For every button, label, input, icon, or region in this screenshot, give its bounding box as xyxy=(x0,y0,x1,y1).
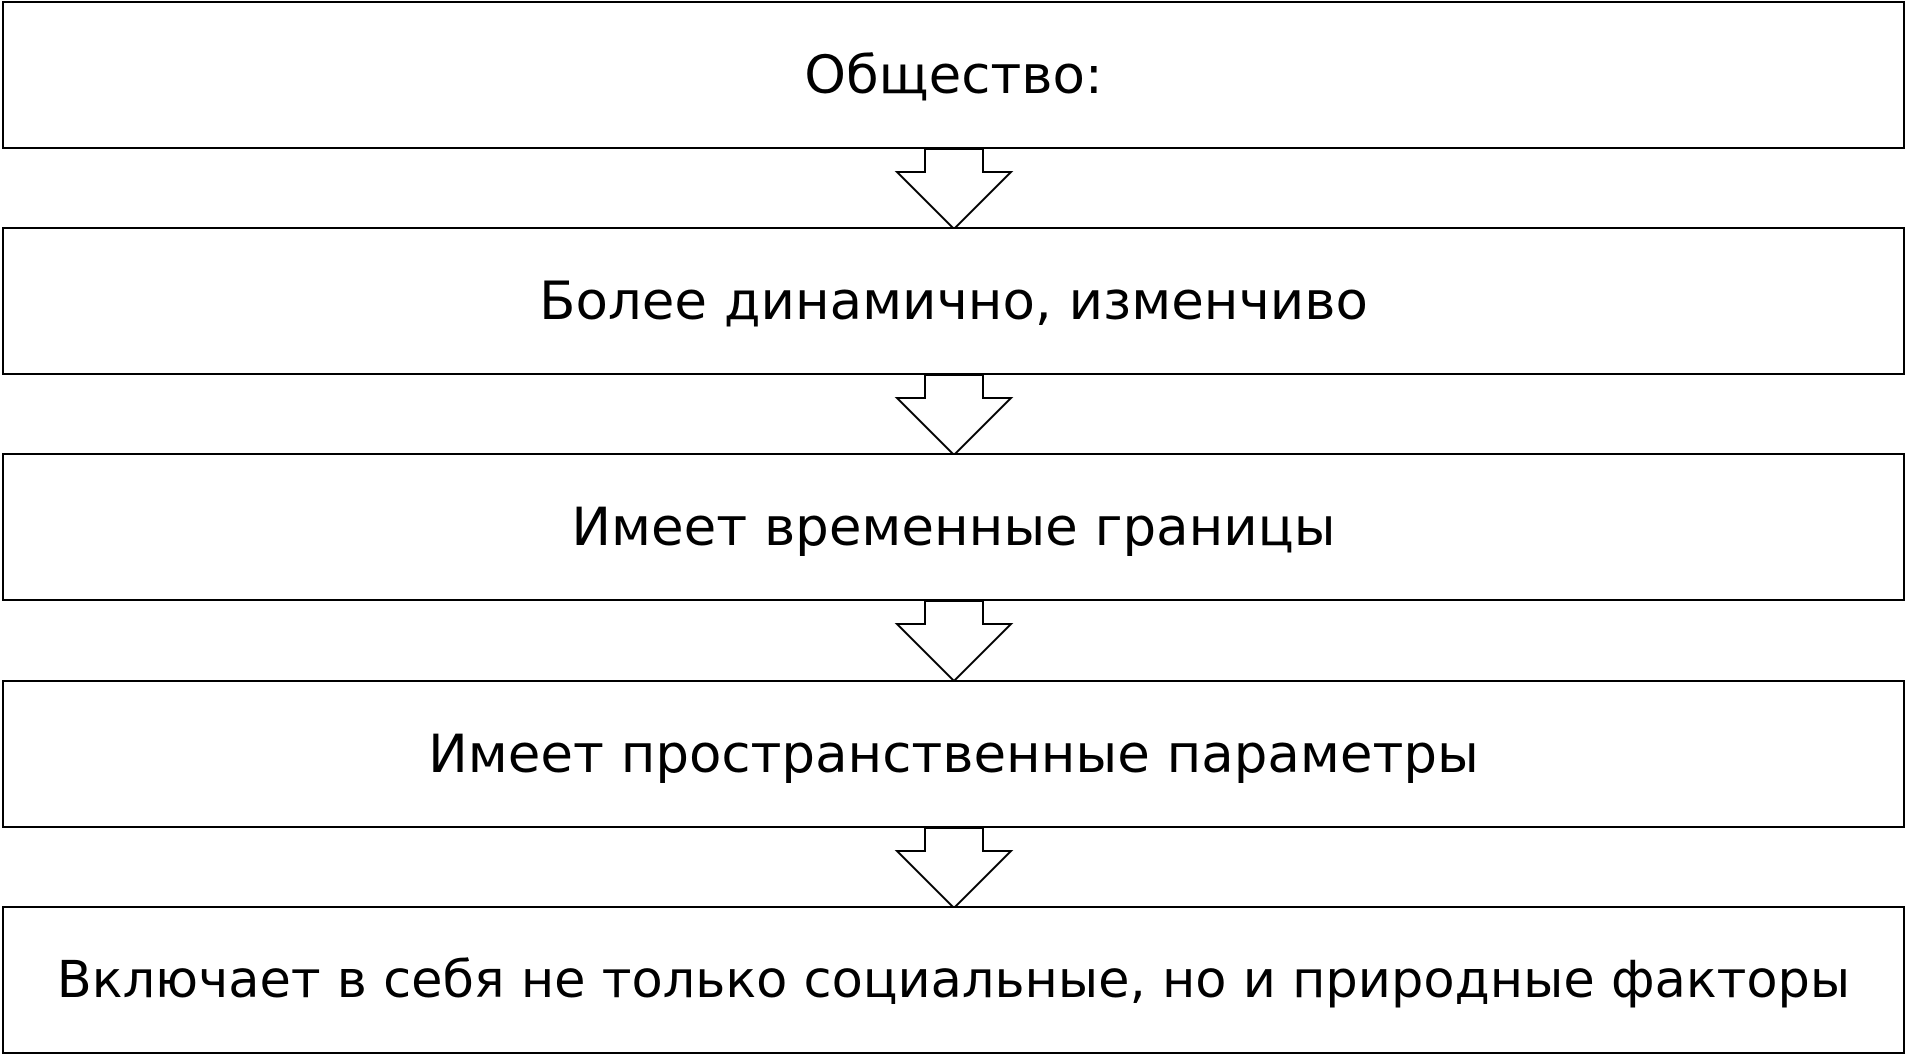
down-arrow-shape xyxy=(894,148,1014,231)
flow-box-label: Включает в себя не только социальные, но… xyxy=(56,950,1851,1010)
down-arrow-shape xyxy=(894,374,1014,457)
down-arrow-icon xyxy=(894,148,1014,231)
flow-box-dynamic: Более динамично, изменчиво xyxy=(2,227,1905,375)
down-arrow-shape xyxy=(894,827,1014,910)
flow-box-time-bounds: Имеет временные границы xyxy=(2,453,1905,601)
flow-box-label: Более динамично, изменчиво xyxy=(539,270,1368,332)
flow-box-society: Общество: xyxy=(2,1,1905,149)
flow-box-label: Общество: xyxy=(804,44,1103,106)
flow-box-spatial-params: Имеет пространственные параметры xyxy=(2,680,1905,828)
flow-box-label: Имеет временные границы xyxy=(571,496,1336,558)
down-arrow-icon xyxy=(894,374,1014,457)
down-arrow-icon xyxy=(894,600,1014,683)
flow-box-label: Имеет пространственные параметры xyxy=(428,723,1479,785)
flow-box-factors: Включает в себя не только социальные, но… xyxy=(2,906,1905,1054)
down-arrow-shape xyxy=(894,600,1014,683)
down-arrow-icon xyxy=(894,827,1014,910)
